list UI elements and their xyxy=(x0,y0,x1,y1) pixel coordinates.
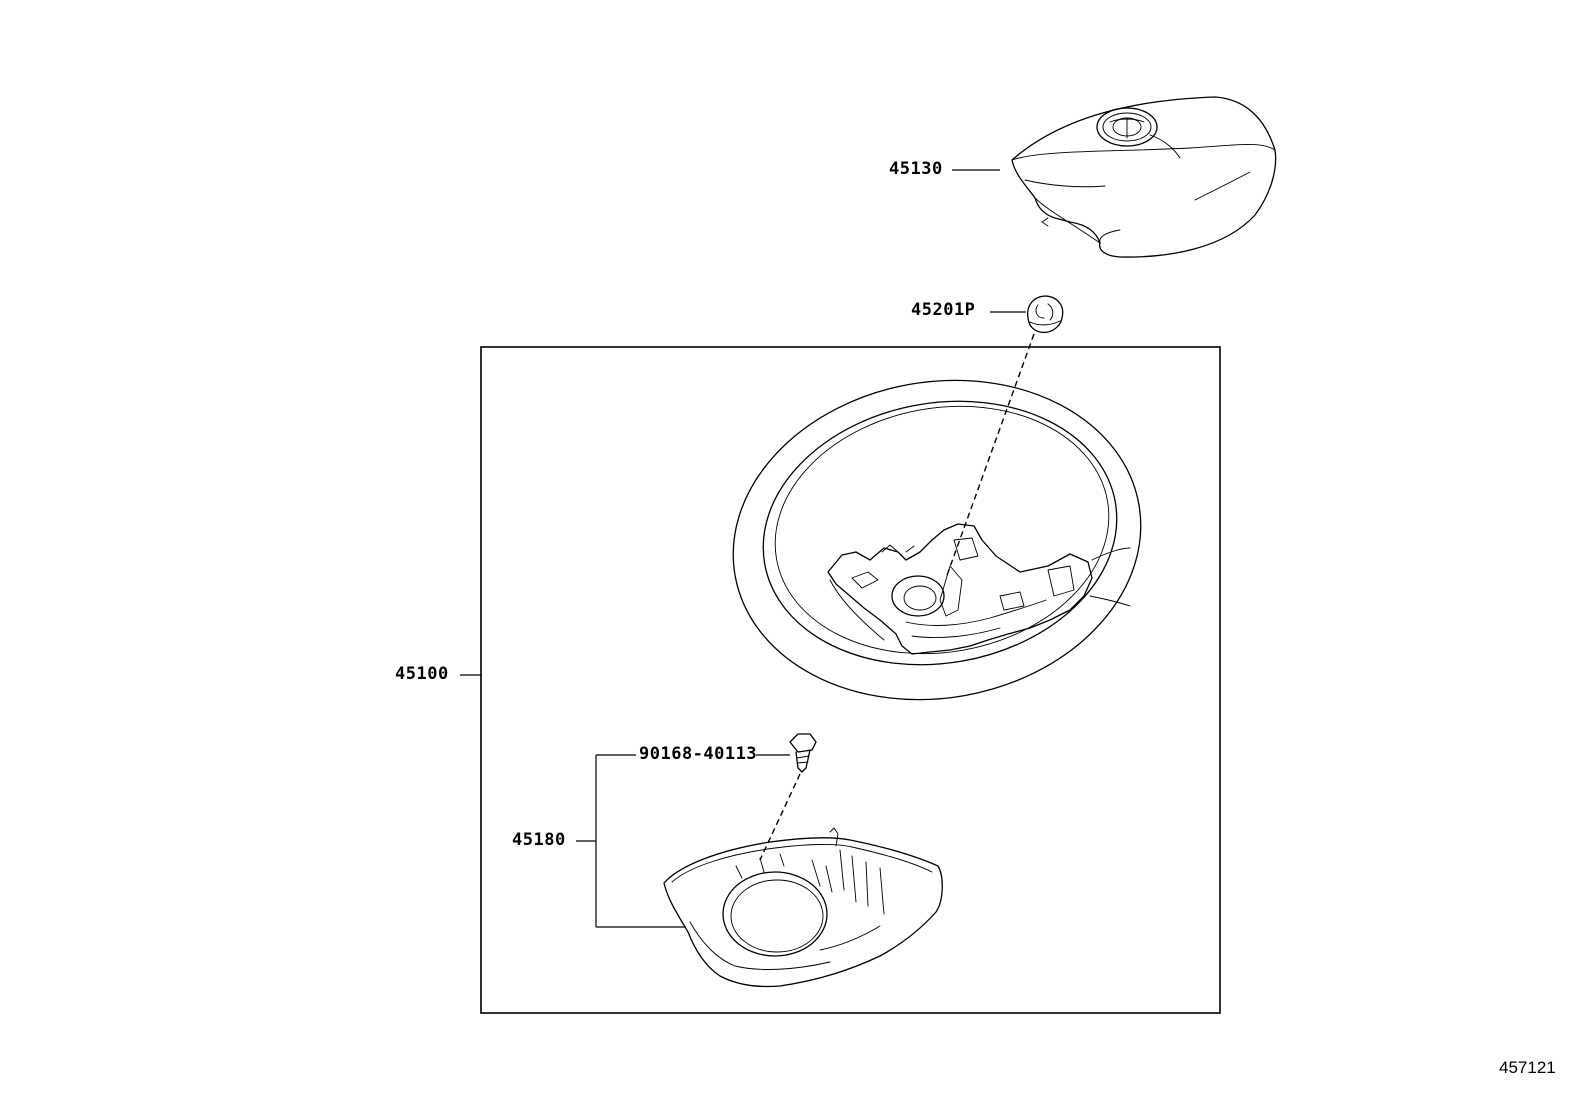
figure-id: 457121 xyxy=(1499,1058,1556,1077)
part-label-horn-pad: 45130 xyxy=(889,159,943,179)
steering-wheel-drawing xyxy=(732,379,1142,701)
leader-lines xyxy=(460,169,1026,928)
lower-cover-drawing xyxy=(663,827,943,988)
assembly-frame xyxy=(480,346,1221,1014)
part-label-lower-cover: 45180 xyxy=(512,830,566,850)
plug-drawing xyxy=(1027,295,1064,334)
part-label-wheel-assembly: 45100 xyxy=(395,664,449,684)
part-label-screw: 90168-40113 xyxy=(639,744,758,764)
assembly-dashed-lines xyxy=(759,333,1035,861)
part-label-plug: 45201P xyxy=(911,300,976,320)
horn-pad-drawing xyxy=(1011,96,1277,258)
screw-drawing xyxy=(789,733,817,773)
